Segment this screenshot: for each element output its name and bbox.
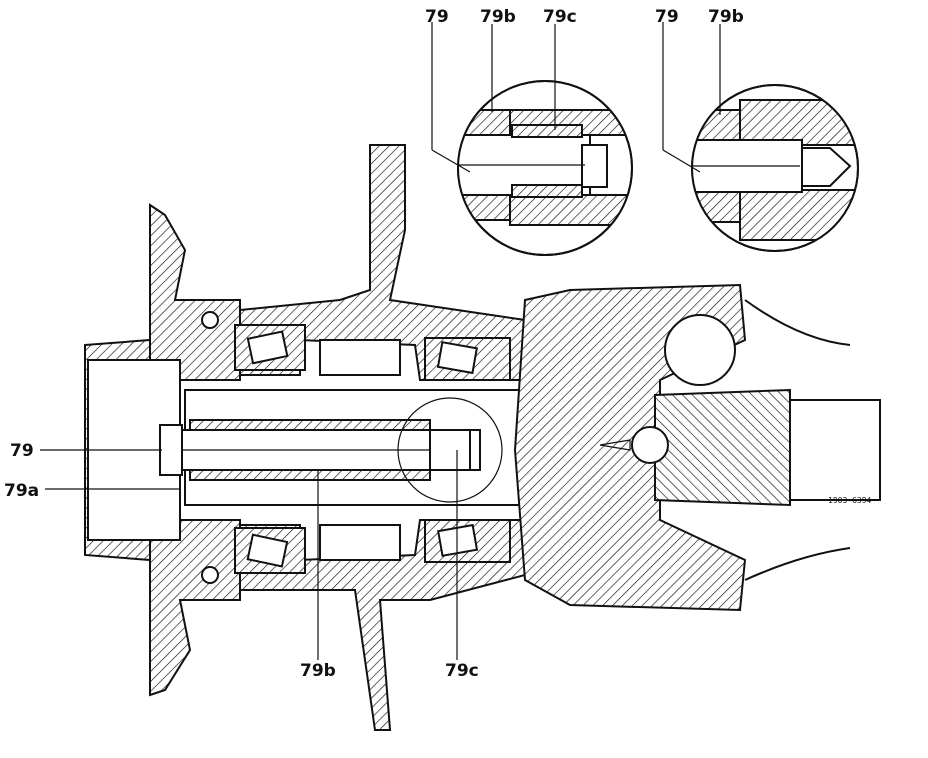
reference-code: 1903-6394 [828,496,872,505]
detail-view-left [457,80,633,256]
cv-inner-race [654,388,791,507]
label-detail-left-79: 79 [425,7,449,27]
label-79a: 79a [4,481,39,501]
label-detail-left-79c: 79c [543,7,577,27]
spacer-upper [319,339,401,376]
drive-shaft [789,399,881,501]
steering-knuckle-upper [239,144,526,381]
seal-lower [201,566,219,584]
detail-circle-79c [397,397,503,503]
sleeve-79b [189,419,431,431]
detail-view-right [691,84,859,252]
label-79c: 79c [445,661,479,681]
label-79: 79 [10,441,34,461]
seal-upper [201,311,219,329]
label-detail-right-79b: 79b [708,7,744,27]
sleeve-79c-detail [511,124,583,138]
main-leader-lines [40,449,458,660]
cv-ball [664,314,736,386]
detail-leader-lines [431,22,721,173]
lower-bearing-outer [234,527,306,574]
spacer-lower [319,524,401,561]
label-detail-left-79b: 79b [480,7,516,27]
label-detail-right-79: 79 [655,7,679,27]
lower-bearing-inner [424,519,511,563]
bolt-head [159,424,183,476]
upper-bearing-inner [424,337,511,381]
upper-bearing-outer [234,324,306,371]
label-79b: 79b [300,661,336,681]
nut-79c [429,429,471,471]
spider-hub [631,426,669,464]
